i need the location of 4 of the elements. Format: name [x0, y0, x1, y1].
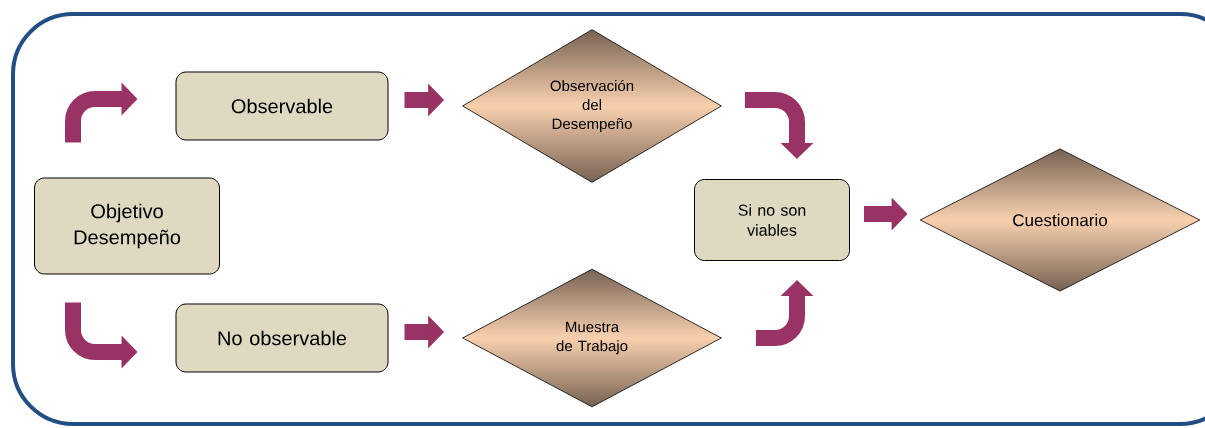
- process-box: Observable: [175, 71, 389, 141]
- process-box: Si no son viables: [694, 179, 850, 261]
- process-box: No observable: [175, 303, 389, 373]
- process-box: Objetivo Desempeño: [34, 177, 220, 275]
